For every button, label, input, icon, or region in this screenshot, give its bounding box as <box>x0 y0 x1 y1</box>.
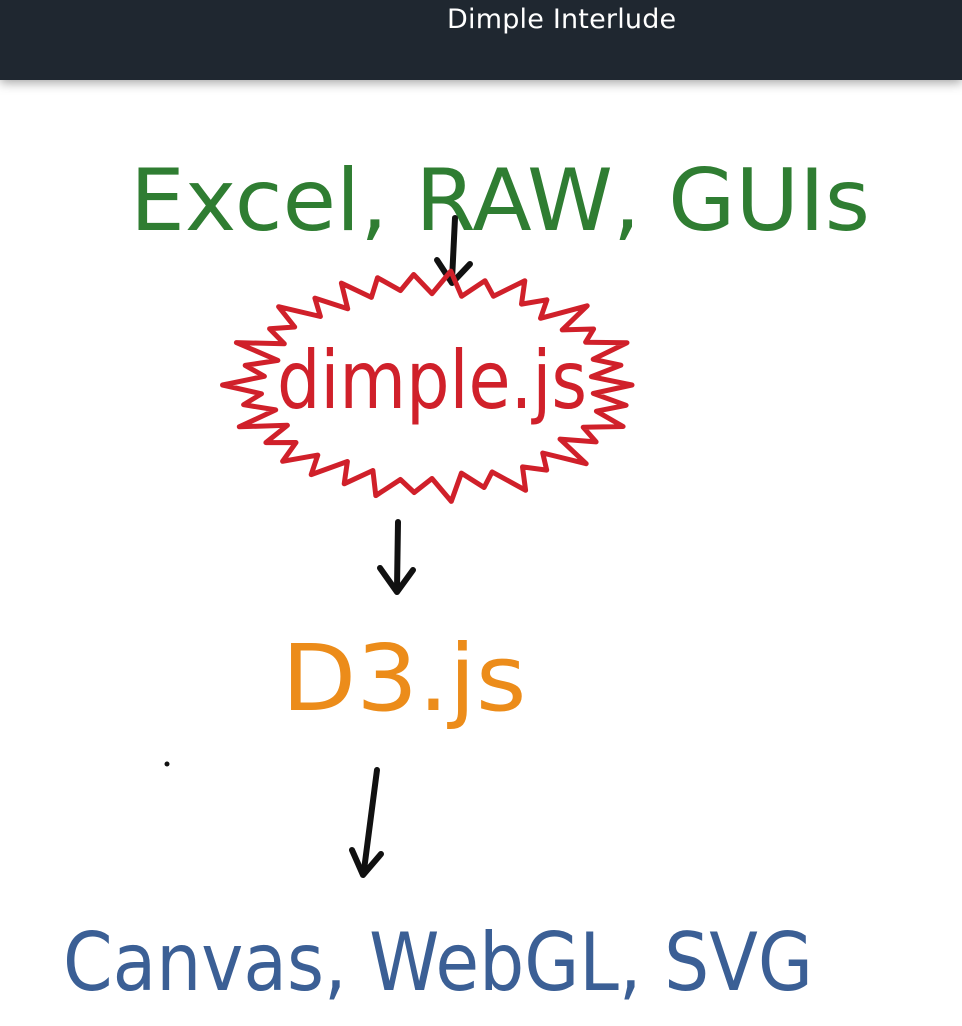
starburst-shape <box>220 268 635 504</box>
node-dimple-label: dimple.js <box>277 334 587 427</box>
arrow-d3-to-targets <box>349 767 384 878</box>
node-targets-label: Canvas, WebGL, SVG <box>63 916 813 1009</box>
diagram-canvas: Excel, RAW, GUIs dimple.js D3.js <box>0 80 962 1026</box>
node-d3-label: D3.js <box>282 625 527 732</box>
title-bar: Dimple Interlude <box>0 0 962 80</box>
node-sources-label: Excel, RAW, GUIs <box>130 151 870 251</box>
arrow-dimple-to-d3 <box>377 519 416 595</box>
page-title: Dimple Interlude <box>447 4 677 35</box>
stray-dot <box>164 761 170 767</box>
